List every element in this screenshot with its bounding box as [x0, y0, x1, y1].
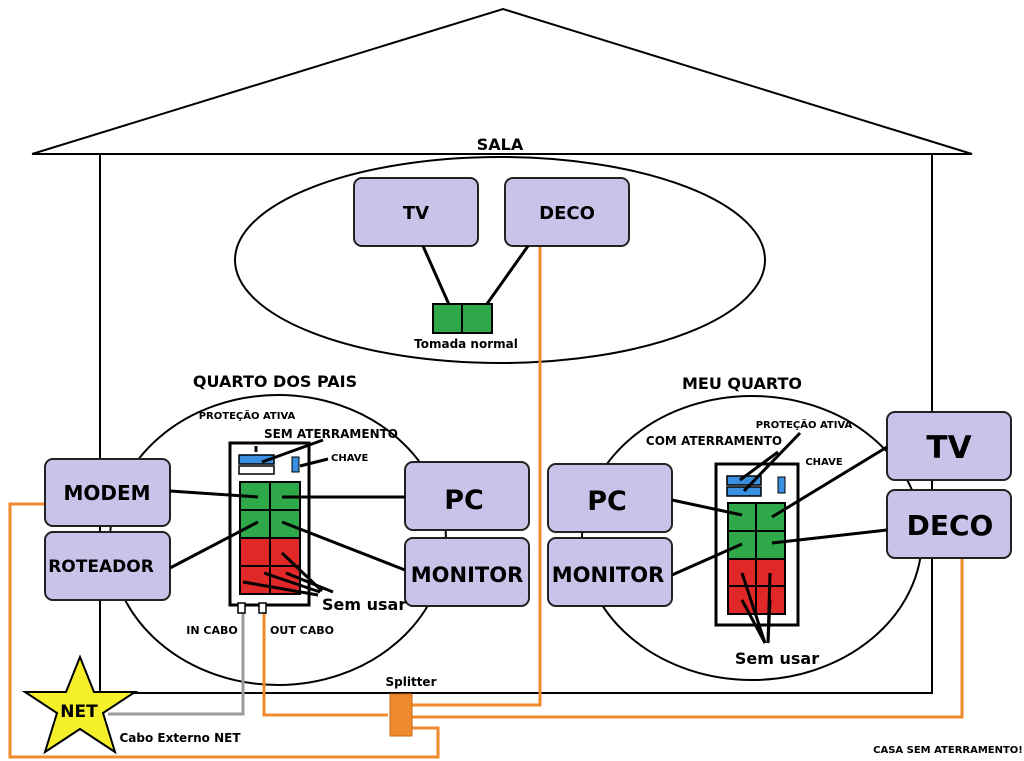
net-cable-label: Cabo Externo NET — [119, 731, 241, 745]
meu-deco-label: DECO — [907, 509, 994, 542]
meu-unused-pointer-1 — [740, 572, 767, 644]
pais-monitor-box — [404, 537, 530, 607]
sala-tv-label: TV — [403, 203, 429, 224]
out-cabo-label: OUT CABO — [270, 624, 334, 637]
meu-wires — [671, 431, 888, 644]
meu-monitor-label: MONITOR — [552, 563, 665, 587]
wire-pais-monitor — [281, 520, 406, 572]
meu-monitor-box — [547, 537, 673, 607]
net-star-icon — [21, 654, 139, 755]
roteador-box — [44, 531, 171, 601]
meu-quarto-title: MEU QUARTO — [682, 374, 802, 393]
meu-deco-box — [886, 489, 1012, 559]
cable-sala-deco — [400, 245, 542, 707]
sala-outlet-label: Tomada normal — [414, 337, 518, 351]
meu-protection-pointer — [742, 431, 802, 493]
cable-external-net — [108, 612, 245, 716]
wire-meu-deco — [771, 528, 888, 545]
meu-ground-label: COM ATERRAMENTO — [646, 434, 782, 448]
meu-unused-pointer-4 — [766, 599, 772, 644]
meu-pc-label: PC — [587, 486, 627, 517]
in-cabo-label: IN CABO — [186, 624, 237, 637]
unused-pointer-4 — [285, 571, 334, 594]
meu-power-strip — [714, 462, 800, 627]
modem-label: MODEM — [63, 481, 150, 505]
pais-protection-light — [238, 454, 275, 465]
sala-title: SALA — [477, 135, 524, 154]
meu-protection-label: PROTEÇÃO ATIVA — [756, 418, 853, 431]
meu-ground-pointer — [739, 450, 779, 482]
splitter-label: Splitter — [386, 675, 437, 689]
pais-switch — [291, 456, 300, 473]
sala-area — [234, 156, 766, 364]
meu-switch-label: CHAVE — [805, 457, 843, 468]
meu-switch — [777, 476, 786, 494]
pais-switch-label: CHAVE — [331, 453, 369, 464]
wire-roteador — [169, 520, 259, 570]
cable-out-cabo — [262, 612, 388, 717]
meu-tv-label: TV — [926, 430, 971, 466]
meu-tv-box — [886, 411, 1012, 481]
sala-tv-box — [353, 177, 479, 247]
coax-cables — [8, 245, 964, 759]
net-label: NET — [60, 702, 98, 722]
splitter — [389, 693, 413, 737]
unused-pointer-1 — [242, 580, 319, 597]
house-roof — [31, 7, 973, 155]
pais-monitor-label: MONITOR — [411, 563, 524, 587]
pais-protection-label: PROTEÇÃO ATIVA — [199, 409, 296, 422]
meu-unused-pointer-2 — [740, 599, 767, 644]
cable-meu-quarto-deco — [412, 558, 964, 719]
wire-modem — [169, 489, 259, 499]
switch-pointer — [299, 457, 329, 468]
pais-ground-label: SEM ATERRAMENTO — [264, 427, 398, 441]
cable-modem — [8, 502, 440, 759]
sala-deco-box — [504, 177, 630, 247]
pais-unused-label: Sem usar — [322, 595, 406, 614]
wire-meu-monitor — [671, 542, 743, 577]
pais-pc-label: PC — [444, 485, 484, 516]
unused-pointer-2 — [263, 571, 321, 594]
quarto-pais-title: QUARTO DOS PAIS — [193, 372, 357, 391]
meu-pc-box — [547, 463, 673, 533]
wire-meu-pc — [671, 498, 743, 517]
roteador-label: ROTEADOR — [48, 557, 154, 577]
pais-wires — [169, 438, 406, 597]
wire-meu-tv — [771, 445, 888, 519]
pais-ground-light — [238, 465, 275, 475]
sala-outlet — [432, 303, 493, 334]
footer-note: CASA SEM ATERRAMENTO! — [873, 745, 1023, 756]
meu-unused-label: Sem usar — [735, 649, 819, 668]
ground-pointer — [261, 438, 324, 464]
meu-ground-light — [726, 486, 762, 497]
sala-deco-label: DECO — [539, 203, 595, 224]
